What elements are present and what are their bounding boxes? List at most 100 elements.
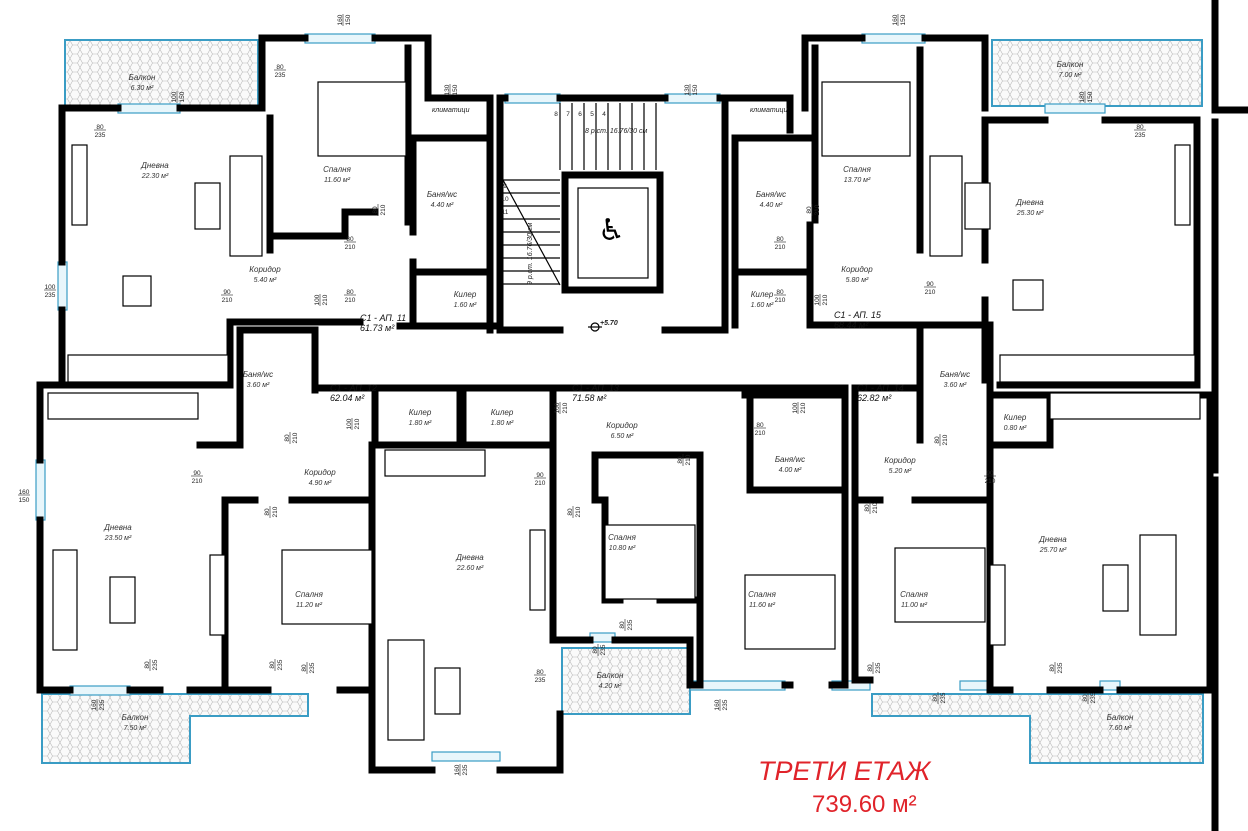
dimension-width: 80 [346, 236, 354, 243]
room-name: Баня/wc [940, 370, 970, 379]
dimension-width: 80 [934, 436, 941, 444]
dimension-height: 235 [277, 659, 284, 670]
dimension-width: 160 [714, 699, 721, 710]
dimension-width: 100 [814, 294, 821, 305]
room-name: Дневна [140, 161, 169, 170]
tv-unit [989, 564, 1006, 646]
room-area: 3.60 м² [944, 382, 967, 389]
window [959, 680, 989, 691]
room-area: 7.60 м² [1109, 725, 1132, 732]
bed [744, 574, 836, 650]
room-name: Коридор [606, 421, 638, 430]
room-area: 22.30 м² [141, 173, 169, 180]
dimension-height: 210 [800, 402, 807, 413]
dimension-width: 80 [619, 621, 626, 629]
apartment-label: C1 - АП. 14 [857, 383, 904, 393]
dimension-width: 100 [314, 294, 321, 305]
room-area: 1.80 м² [491, 420, 514, 427]
dimension-width: 80 [284, 434, 291, 442]
room-area: 4.40 м² [431, 202, 454, 209]
room-area: 5.20 м² [889, 468, 912, 475]
stair-step-number: 6 [578, 111, 582, 118]
dimension-height: 210 [942, 434, 949, 445]
elevator-car [577, 187, 649, 279]
dimension-width: 100 [171, 91, 178, 102]
dimension-height: 210 [272, 506, 279, 517]
stair-step-number: 10 [501, 196, 509, 203]
room-area: 25.70 м² [1039, 547, 1067, 554]
stair-note: 8 р.ст. 16.76/30 см [585, 128, 648, 135]
coffee-table [964, 182, 991, 230]
sofa [929, 155, 963, 257]
room-area: 4.90 м² [309, 480, 332, 487]
dimension-height: 210 [345, 244, 356, 251]
window [57, 261, 68, 311]
bed [604, 524, 696, 600]
dimension-height: 150 [692, 84, 699, 95]
room-name: Балкон [1107, 713, 1134, 722]
room-area: 4.20 м² [599, 683, 622, 690]
apartment-area: 62.04 м² [330, 393, 365, 403]
bed [821, 81, 911, 157]
dimension-width: 90 [926, 281, 934, 288]
room-area: 7.00 м² [1059, 72, 1082, 79]
dimension-height: 235 [535, 677, 546, 684]
bed [317, 81, 407, 157]
dimension-height: 150 [1087, 91, 1094, 102]
room-area: 13.70 м² [844, 177, 871, 184]
dimension-height: 210 [755, 430, 766, 437]
room-area: 5.80 м² [846, 277, 869, 284]
room-area: 0.80 м² [1004, 425, 1027, 432]
stair-step-number: 8 [554, 111, 558, 118]
dining-table [1012, 279, 1044, 311]
staircase: ♿ 8 р.ст. 16.76/30 см 9 р.ст. 16.76/30 с… [501, 103, 664, 294]
room-name: Балкон [129, 73, 156, 82]
apartment-area: 68.44 м² [834, 320, 869, 330]
dimension-width: 90 [223, 289, 231, 296]
dimension-width: 80 [276, 64, 284, 71]
window [1099, 680, 1121, 691]
room-area: 3.60 м² [247, 382, 270, 389]
dimension-width: 80 [1082, 694, 1089, 702]
dimension-width: 160 [19, 489, 30, 496]
dimension-width: 100 [554, 402, 561, 413]
balcony-ap14 [871, 693, 1204, 764]
room-area: 6.30 м² [131, 85, 154, 92]
dimension-height: 210 [380, 204, 387, 215]
window [504, 93, 561, 104]
dimension-height: 150 [345, 14, 352, 25]
room-name: Спалня [900, 590, 928, 599]
level-marker: +5.70 [588, 320, 618, 332]
dimension-height: 210 [222, 297, 233, 304]
room-name: Баня/wc [756, 190, 786, 199]
dimension-width: 100 [45, 284, 56, 291]
room-name: Баня/wc [427, 190, 457, 199]
room-area: 7.50 м² [124, 725, 147, 732]
dimension-height: 210 [985, 478, 996, 485]
dimension-width: 90 [986, 470, 994, 477]
dimension-height: 235 [722, 699, 729, 710]
room-name: Дневна [455, 553, 484, 562]
dimension-width: 130 [444, 84, 451, 95]
level-mark-text: +5.70 [600, 320, 618, 327]
dimension-width: 90 [536, 472, 544, 479]
tv-unit [529, 529, 546, 611]
tv-unit [209, 554, 226, 636]
dimension-width: 80 [269, 661, 276, 669]
dimension-height: 235 [1135, 132, 1146, 139]
dimension-height: 235 [275, 72, 286, 79]
